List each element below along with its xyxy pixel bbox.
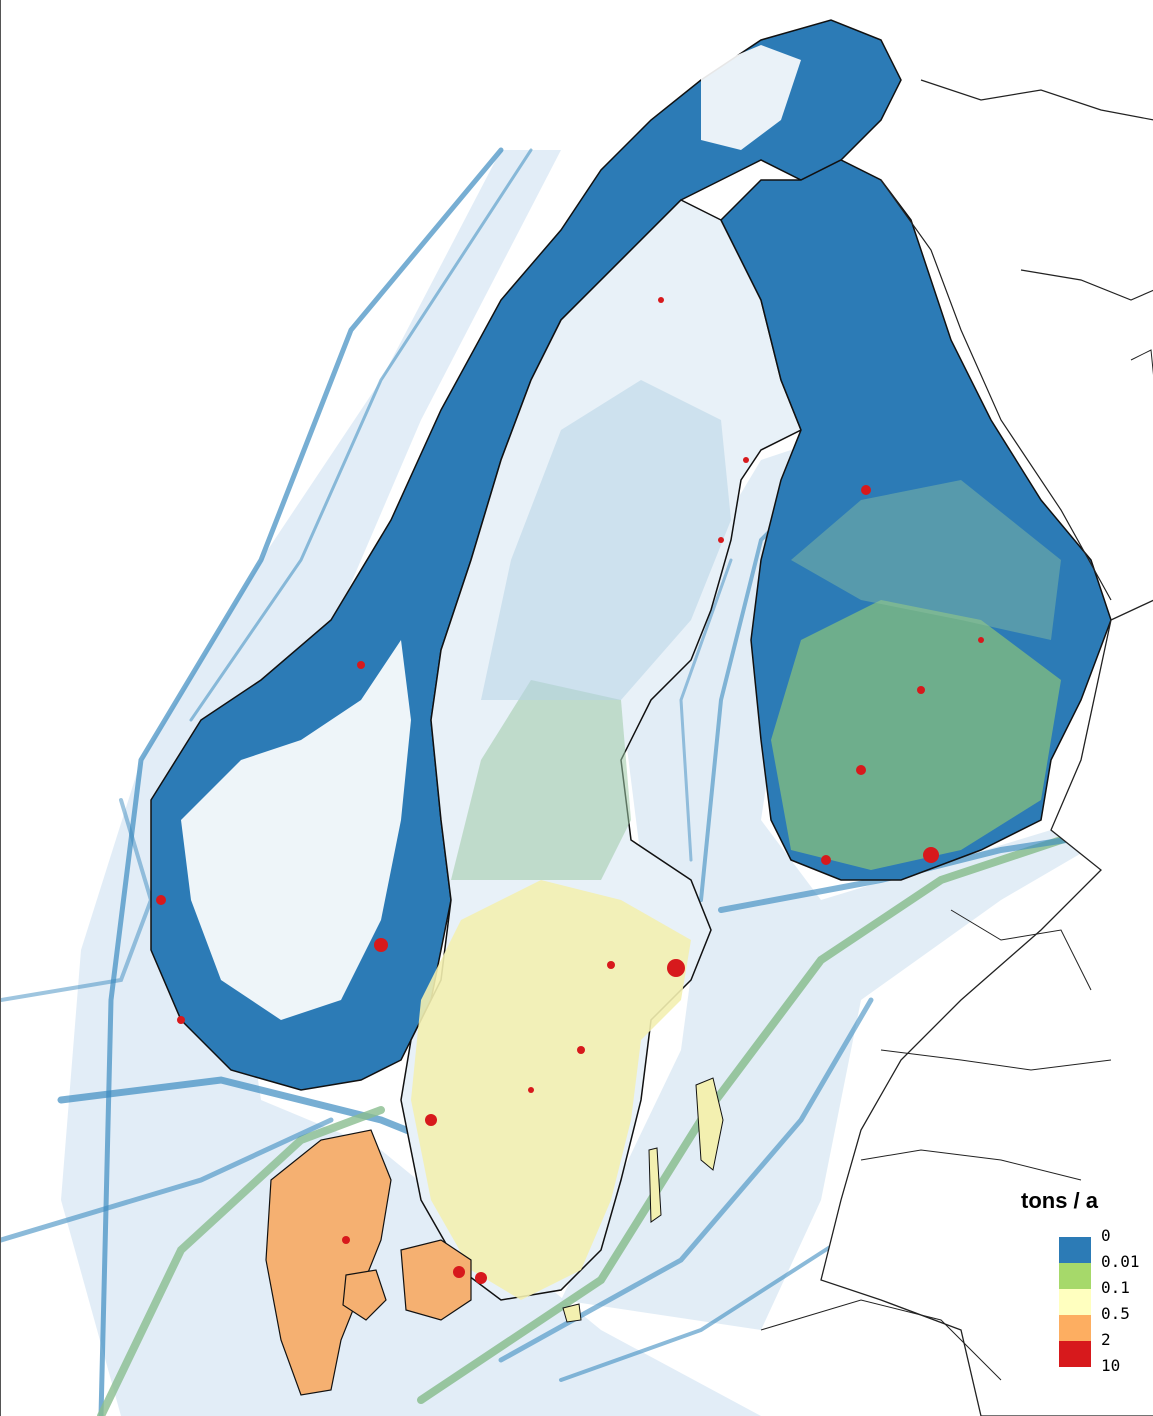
lane-northsea-1 <box>97 1106 385 1416</box>
hotspot-stavanger <box>177 1016 185 1024</box>
hotspot-tampere <box>856 765 866 775</box>
legend-label: 10 <box>1101 1356 1121 1375</box>
russia-north-coast <box>920 79 1153 121</box>
legend-classes: 0 0.01 0.1 0.5 2 10 <box>1019 1224 1149 1380</box>
legend-row: 0.01 <box>1019 1237 1149 1276</box>
sweden-north-tint <box>481 380 731 700</box>
oland <box>648 1147 662 1223</box>
hotspot-uppsala <box>607 961 615 969</box>
lane-south <box>559 1238 843 1382</box>
legend: tons / a 0 0.01 0.1 0.5 2 10 <box>1019 1188 1149 1380</box>
legend-swatch <box>1059 1289 1091 1315</box>
landmasses <box>150 19 1153 1416</box>
legend-title: tons / a <box>1021 1188 1099 1213</box>
hotspot-umea <box>718 537 724 543</box>
hotspot-linkoping <box>577 1046 585 1054</box>
russia-lake <box>1130 349 1153 376</box>
sea-haze <box>61 150 761 1416</box>
legend-row: 2 <box>1019 1315 1149 1354</box>
legend-label: 2 <box>1101 1330 1111 1349</box>
border-estonia <box>950 909 1092 991</box>
denmark-funen <box>342 1269 387 1321</box>
hotspots <box>156 297 984 1284</box>
hotspot-kuopio <box>978 637 984 643</box>
border-poland <box>760 1299 1002 1381</box>
legend-row: 10 <box>1019 1341 1149 1380</box>
hotspot-trondheim <box>357 661 365 669</box>
hotspot-turku <box>821 855 831 865</box>
legend-label: 0 <box>1101 1226 1111 1245</box>
legend-row: 0.1 <box>1019 1263 1149 1302</box>
denmark-jutland <box>265 1129 392 1396</box>
legend-label: 0.01 <box>1101 1252 1140 1271</box>
lane-baltic-main <box>417 826 1095 1404</box>
gotland <box>695 1077 724 1171</box>
bornholm <box>562 1303 582 1323</box>
east-land <box>820 599 1153 1416</box>
lane-northsea-2 <box>1 1117 334 1243</box>
hotspot-jonkoping <box>528 1087 534 1093</box>
lane-west <box>1 798 154 1002</box>
border-lithuania <box>860 1149 1082 1181</box>
legend-label: 0.1 <box>1101 1278 1130 1297</box>
legend-row: 0 <box>1019 1224 1149 1250</box>
lane-bothnia-2 <box>679 558 733 862</box>
sweden-south <box>411 880 691 1300</box>
hotspot-kiruna <box>658 297 664 303</box>
norway-interior-n <box>701 45 801 150</box>
finland-south-tint <box>771 600 1061 870</box>
denmark-zealand <box>400 1239 472 1321</box>
sweden-mid <box>451 680 631 880</box>
legend-row: 0.5 <box>1019 1289 1149 1328</box>
hotspot-oslo <box>374 938 388 952</box>
hotspot-jyvaskyla <box>917 686 925 694</box>
finland-mid-tint <box>791 480 1061 640</box>
hotspot-copenhagen <box>453 1266 465 1278</box>
hotspot-gothenburg <box>425 1114 437 1126</box>
hotspot-bergen <box>156 895 166 905</box>
norway-interior <box>181 640 411 1020</box>
hotspot-oulu <box>861 485 871 495</box>
hotspot-aarhus <box>342 1236 350 1244</box>
hotspot-lulea <box>743 457 749 463</box>
finland-russia-border <box>880 179 1112 601</box>
border-latvia <box>880 1049 1112 1071</box>
hotspot-helsinki <box>923 847 939 863</box>
legend-label: 0.5 <box>1101 1304 1130 1323</box>
hotspot-malmo <box>475 1272 487 1284</box>
legend-swatch <box>1059 1341 1091 1367</box>
legend-swatch <box>1059 1237 1091 1263</box>
legend-swatch <box>1059 1315 1091 1341</box>
legend-swatch <box>1059 1263 1091 1289</box>
lane-norway-coast <box>98 147 504 1416</box>
hotspot-stockholm <box>667 959 685 977</box>
russia-kola <box>1020 269 1153 301</box>
lane-baltic-2 <box>498 997 874 1363</box>
lane-outer <box>189 148 533 722</box>
